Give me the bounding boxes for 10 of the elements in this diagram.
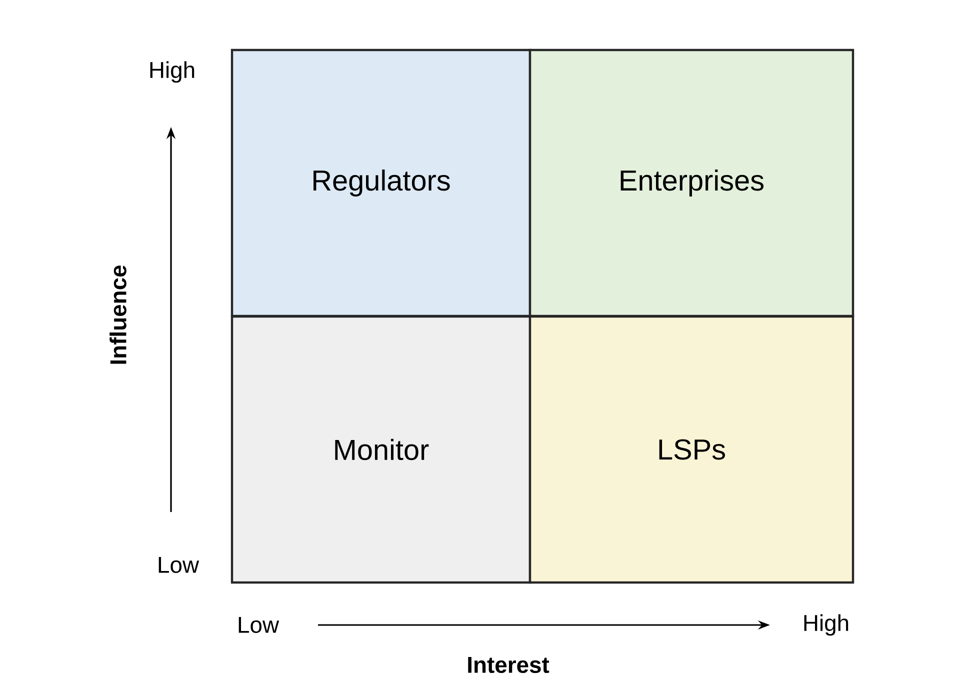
axis-title: Influence <box>110 265 126 364</box>
quadrant-box: Regulators <box>230 48 532 318</box>
quadrant-box: Monitor <box>230 315 532 584</box>
quadrant-box: Enterprises <box>528 48 854 318</box>
axis-label: Low <box>158 557 200 573</box>
axis-label: High <box>804 614 848 636</box>
quadrant-box: LSPs <box>528 315 854 584</box>
axis-label: Low <box>238 617 280 633</box>
axis-title: Interest <box>468 657 550 673</box>
axis-label: High <box>150 61 194 83</box>
